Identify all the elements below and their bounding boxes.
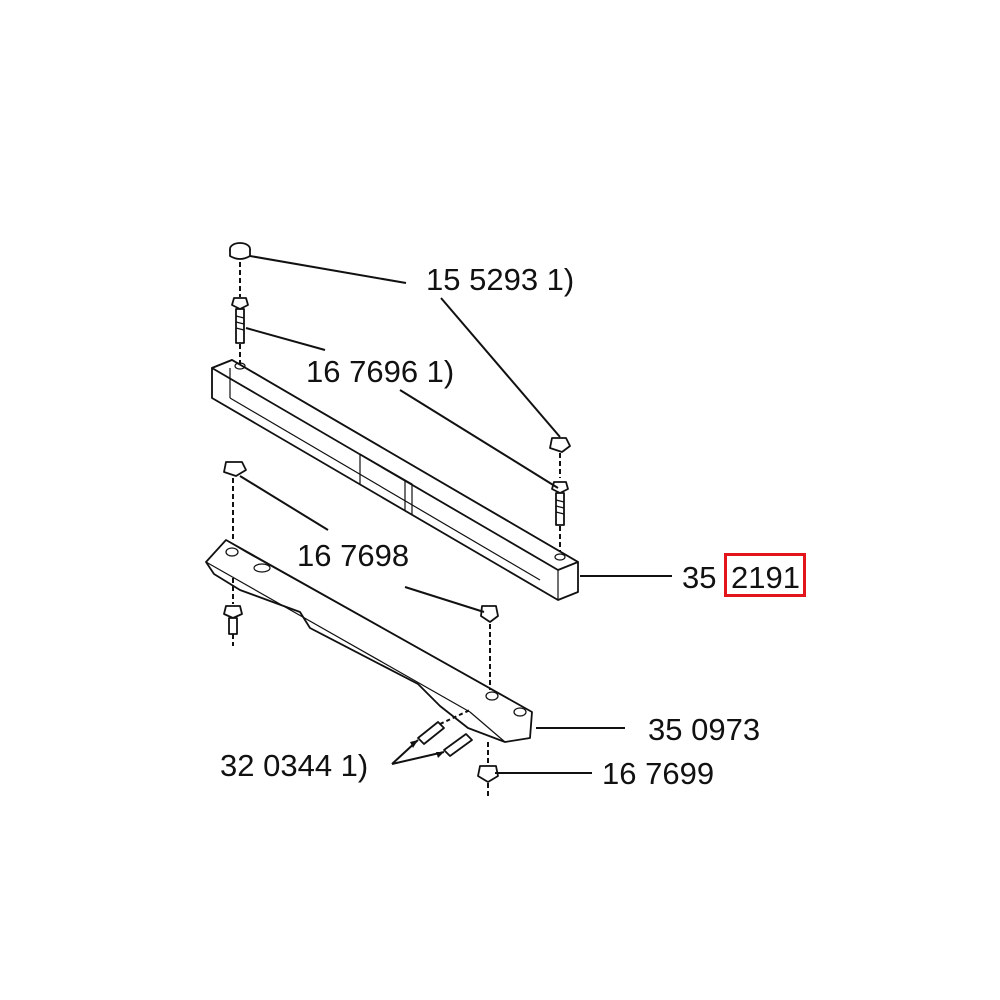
nut-part-left xyxy=(223,461,247,540)
label-35-prefix: 35 xyxy=(682,560,717,595)
bottom-nut-part xyxy=(477,742,499,796)
base-plate-part xyxy=(205,539,533,743)
label-16-7696: 16 7696 1) xyxy=(306,354,455,389)
label-35-2191-highlighted: 2191 xyxy=(731,560,800,595)
bolt-part-lower-left xyxy=(223,578,243,646)
bolt-part-upper-left xyxy=(231,262,249,365)
label-16-7699: 16 7699 xyxy=(602,756,715,791)
label-35-0973: 35 0973 xyxy=(648,712,761,747)
label-16-7698: 16 7698 xyxy=(297,538,410,573)
label-32-0344: 32 0344 1) xyxy=(220,748,369,783)
bolt-part-upper-right xyxy=(551,481,569,552)
beam-part xyxy=(211,359,579,601)
cap-washer-part xyxy=(229,242,251,260)
screw-parts xyxy=(417,709,473,757)
highlight-box xyxy=(724,553,806,597)
leader-lines xyxy=(239,255,672,774)
nut-part-lower-right xyxy=(480,605,499,690)
label-15-5293: 15 5293 1) xyxy=(426,262,575,297)
nut-part-upper-right xyxy=(549,437,571,478)
